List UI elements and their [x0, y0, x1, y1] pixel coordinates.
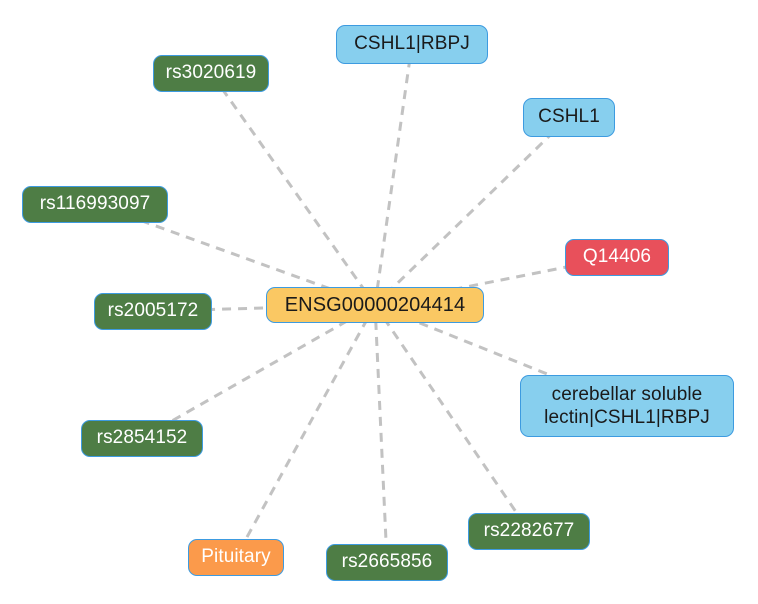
graph-node-cerebellar[interactable]: cerebellar soluble lectin|CSHL1|RBPJ: [520, 375, 734, 437]
graph-node-hub[interactable]: ENSG00000204414: [266, 287, 484, 323]
graph-node-rs2282677[interactable]: rs2282677: [468, 512, 590, 550]
graph-node-q14406[interactable]: Q14406: [565, 238, 669, 276]
graph-node-rs2005172[interactable]: rs2005172: [94, 292, 212, 330]
graph-node-rs2854152[interactable]: rs2854152: [81, 419, 203, 457]
graph-node-pituitary[interactable]: Pituitary: [188, 538, 284, 576]
graph-node-rs2665856[interactable]: rs2665856: [326, 543, 448, 581]
graph-edge[interactable]: [373, 304, 389, 563]
graph-edge[interactable]: [373, 304, 531, 532]
graph-node-rs3020619[interactable]: rs3020619: [153, 54, 269, 92]
graph-edge[interactable]: [141, 303, 376, 440]
graph-node-rs116993097[interactable]: rs116993097: [22, 185, 168, 223]
graph-edge[interactable]: [373, 115, 571, 307]
graph-node-cshl1[interactable]: CSHL1: [523, 97, 615, 137]
graph-node-cshl1-rbpj[interactable]: CSHL1|RBPJ: [336, 24, 488, 64]
graph-edge[interactable]: [373, 43, 414, 306]
